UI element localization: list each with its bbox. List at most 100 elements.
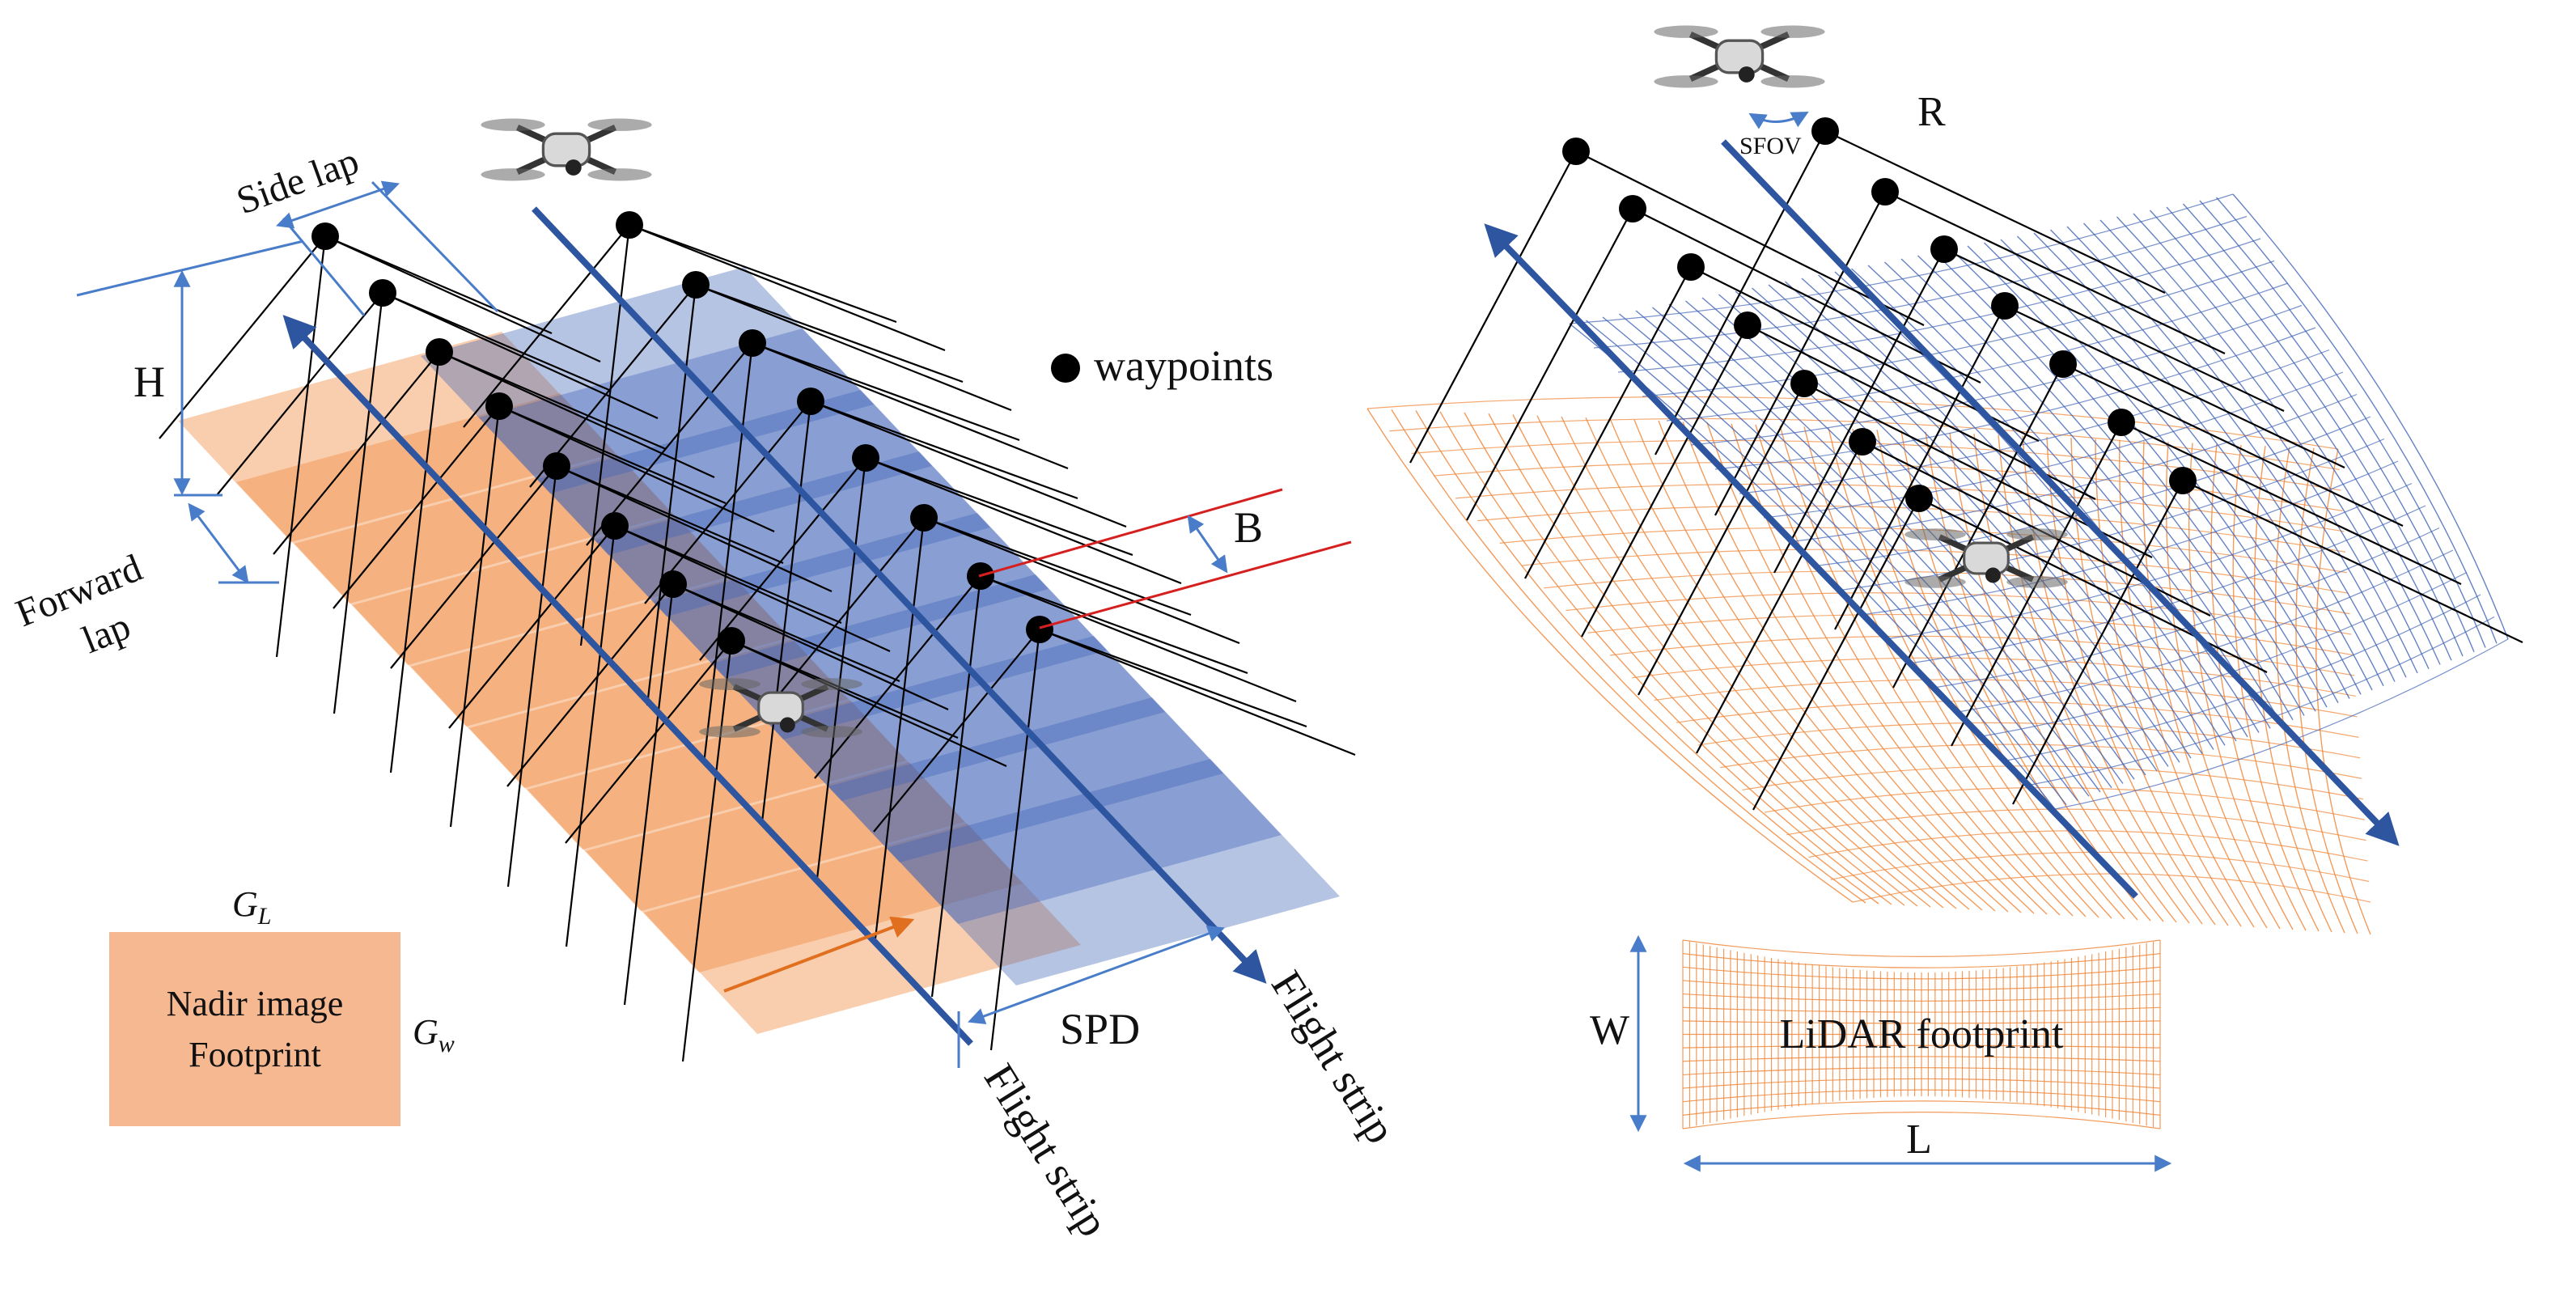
camera-ray xyxy=(216,292,383,496)
drone-rotor xyxy=(2006,528,2068,540)
lidar-scan-line xyxy=(1801,278,2214,750)
camera-ray xyxy=(275,235,327,658)
height-reference-line xyxy=(76,239,304,297)
drone-rotor xyxy=(1904,528,1966,540)
waypoint-dot xyxy=(852,444,879,472)
lidar-scan-line xyxy=(1720,744,2362,779)
blue-footprint xyxy=(654,513,1107,739)
waypoint-dot xyxy=(1026,616,1053,643)
lidar-scan-line xyxy=(2054,638,2509,810)
camera-ray xyxy=(333,292,384,714)
blue-footprint xyxy=(770,636,1223,862)
lidar-scan-line xyxy=(1366,408,1854,903)
strip-spacing-label: SPD xyxy=(1060,1005,1140,1053)
camera-ray xyxy=(439,350,667,451)
lidar-scan-line xyxy=(1521,549,2349,594)
lidar-scan-line xyxy=(1763,371,2344,519)
lidar-scan-line xyxy=(1735,290,2169,767)
camera-ray xyxy=(324,235,553,335)
drone-rotor xyxy=(1760,75,1825,88)
blue-footprint xyxy=(595,451,1049,678)
photogrammetry-panel: H Side lap Forward lap B waypoints SPD F… xyxy=(10,118,1405,1245)
camera-ray xyxy=(1039,628,1307,728)
lidar-ray xyxy=(2004,305,2345,468)
lidar-scan-line xyxy=(1617,238,2261,373)
camera-ray xyxy=(702,342,754,765)
footprint-scan-line xyxy=(1682,1006,2161,1013)
drone-rotor xyxy=(587,118,652,131)
range-label: R xyxy=(1917,89,1946,135)
waypoint-dot xyxy=(797,388,824,415)
lidar-scan-line xyxy=(1876,430,2125,920)
drone-body xyxy=(541,132,591,167)
camera-ray xyxy=(865,456,1182,585)
waypoint-dot xyxy=(910,504,938,532)
lidar-scan-line xyxy=(1536,415,1944,909)
camera-ray xyxy=(681,640,733,1062)
lidar-scan-line xyxy=(1609,635,2355,676)
lidar-scan-line xyxy=(2030,616,2495,786)
lidar-waypoint-dot xyxy=(1619,195,1646,222)
waypoint-dots xyxy=(311,211,1053,655)
camera-ray xyxy=(761,400,812,823)
camera-ray xyxy=(629,223,946,352)
footprint-width-label: W xyxy=(1590,1007,1629,1053)
camera-ray xyxy=(448,525,616,729)
camera-ray xyxy=(382,291,659,420)
camera-ray xyxy=(923,516,1240,645)
lidar-scan-line xyxy=(1635,310,2101,793)
lidar-scan-line xyxy=(1764,786,2365,820)
camera-ray xyxy=(695,283,1012,412)
lidar-ray xyxy=(1892,363,2064,689)
lidar-scan-line xyxy=(2119,439,2255,928)
baseline-arrow xyxy=(1187,515,1228,574)
drone-camera xyxy=(565,159,582,176)
lidar-waypoint-dot xyxy=(2108,409,2135,436)
lidar-ray xyxy=(1524,266,1692,579)
lidar-scan-line xyxy=(2006,594,2481,761)
camera-ray xyxy=(699,457,866,661)
drone-camera xyxy=(779,717,795,733)
lidar-scan-line xyxy=(1808,830,2368,862)
drone-rotor xyxy=(2006,576,2068,588)
camera-ray xyxy=(463,224,630,428)
lidar-ray xyxy=(1752,498,1920,811)
drone-rotor xyxy=(481,118,545,131)
lidar-panel: R SFOV LiDAR footprint W L xyxy=(1366,25,2523,1172)
camera-ray xyxy=(1039,628,1356,756)
lidar-ray xyxy=(1409,150,1577,464)
lidar-rays xyxy=(1409,130,2523,811)
lidar-ray xyxy=(1943,248,2285,412)
camera-ray xyxy=(614,524,842,625)
drone-icon xyxy=(1904,528,2068,588)
lidar-ray xyxy=(1638,383,1805,696)
lidar-ray xyxy=(1696,441,1863,754)
lidar-ray xyxy=(2062,363,2404,527)
lidar-waypoint-dot xyxy=(1905,485,1933,512)
drone-body xyxy=(1963,541,2010,575)
blue-footprint xyxy=(421,267,874,494)
lidar-scan-line xyxy=(2033,232,2373,691)
lidar-scan-line xyxy=(2253,446,2332,933)
footprint-scan-line xyxy=(1682,1089,2161,1103)
lidar-scan-line xyxy=(1512,414,1931,908)
lidar-scan-line xyxy=(1411,439,2341,491)
lidar-scan-line xyxy=(1464,412,1905,906)
scan-fov-arc xyxy=(1748,112,1809,129)
lidar-waypoint-dot xyxy=(2169,467,2197,494)
lidar-scan-line xyxy=(1731,423,2048,915)
camera-ray xyxy=(565,525,616,947)
drone-rotor xyxy=(587,168,652,181)
lidar-waypoint-dot xyxy=(1811,117,1839,145)
lidar-scan-line xyxy=(1973,434,2177,923)
flight-strip-arrow-2 xyxy=(532,206,1267,984)
lidar-scan-orange xyxy=(1366,396,2371,935)
lidar-waypoint-dot xyxy=(1562,138,1590,165)
camera-ray xyxy=(498,405,775,533)
lidar-scan-line xyxy=(1433,461,2343,511)
waypoint-dot xyxy=(485,392,513,420)
lidar-scan-line xyxy=(1742,765,2364,800)
lidar-scan-line xyxy=(2295,447,2358,934)
lidar-flight-arrow-2 xyxy=(1721,139,2400,846)
footprint-scan-line xyxy=(1682,1100,2161,1116)
